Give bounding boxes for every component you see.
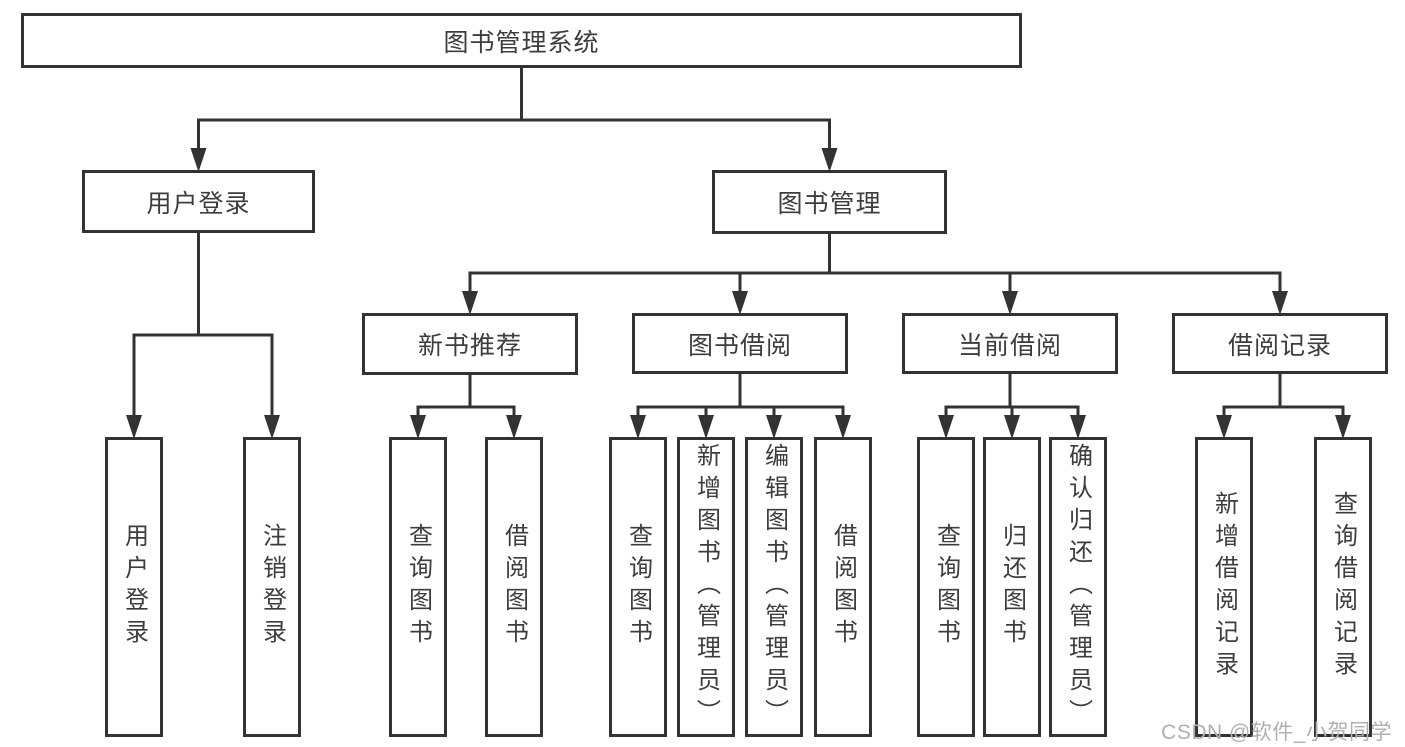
edge-arrowhead-root-book-mgmt bbox=[821, 148, 838, 172]
node-label: 确认归还（管理员） bbox=[1064, 443, 1092, 731]
edge-arrowhead-current-borrow-leaf-cb-return bbox=[1004, 415, 1020, 439]
edge-arrowhead-book-borrow-leaf-bb-query bbox=[630, 415, 646, 439]
node-label: 查询图书 bbox=[404, 523, 432, 651]
node-label: 新书推荐 bbox=[417, 332, 522, 360]
node-root: 图书管理系统 bbox=[21, 13, 1022, 68]
node-leaf-logout: 注销登录 bbox=[243, 437, 301, 737]
node-label: 图书管理 bbox=[777, 190, 882, 218]
node-leaf-bb-borrow: 借阅图书 bbox=[814, 437, 872, 737]
node-label: 新增图书（管理员） bbox=[692, 443, 720, 731]
node-leaf-rec-query: 查询图书 bbox=[389, 437, 447, 737]
edge-arrowhead-book-mgmt-new-book-rec bbox=[462, 291, 478, 315]
watermark: CSDN @软件_小贺同学 bbox=[1161, 721, 1392, 744]
node-leaf-cb-return: 归还图书 bbox=[983, 437, 1041, 737]
node-label: 借阅图书 bbox=[500, 523, 528, 651]
node-leaf-bb-add: 新增图书（管理员） bbox=[677, 437, 735, 737]
edge-arrowhead-user-login-leaf-logout bbox=[264, 415, 280, 439]
edge-arrowhead-book-mgmt-current-borrow bbox=[1002, 291, 1018, 315]
node-leaf-cb-confirm: 确认归还（管理员） bbox=[1049, 437, 1107, 737]
node-leaf-br-add: 新增借阅记录 bbox=[1195, 437, 1253, 737]
node-book-borrow: 图书借阅 bbox=[632, 313, 848, 374]
node-leaf-cb-query: 查询图书 bbox=[917, 437, 975, 737]
node-label: 查询借阅记录 bbox=[1329, 491, 1357, 683]
edge-arrowhead-borrow-record-leaf-br-query bbox=[1335, 415, 1351, 439]
node-leaf-bb-edit: 编辑图书（管理员） bbox=[745, 437, 803, 737]
node-label: 借阅图书 bbox=[829, 523, 857, 651]
node-borrow-record: 借阅记录 bbox=[1172, 313, 1388, 374]
edge-arrowhead-book-borrow-leaf-bb-edit bbox=[766, 415, 782, 439]
edge-arrowhead-current-borrow-leaf-cb-confirm bbox=[1070, 415, 1086, 439]
node-label: 用户登录 bbox=[120, 523, 148, 651]
node-new-book-rec: 新书推荐 bbox=[362, 313, 578, 375]
edge-arrowhead-new-book-rec-leaf-rec-borrow bbox=[506, 415, 522, 439]
edge-arrowhead-book-borrow-leaf-bb-add bbox=[698, 415, 714, 439]
node-label: 图书管理系统 bbox=[443, 28, 600, 57]
node-label: 当前借阅 bbox=[957, 331, 1062, 360]
edge-arrowhead-root-user-login bbox=[190, 148, 207, 172]
edge-arrowhead-current-borrow-leaf-cb-query bbox=[938, 415, 954, 439]
node-label: 查询图书 bbox=[932, 523, 960, 651]
node-label: 新增借阅记录 bbox=[1210, 491, 1238, 683]
node-label: 借阅记录 bbox=[1227, 331, 1332, 360]
node-label: 用户登录 bbox=[146, 189, 251, 218]
node-leaf-bb-query: 查询图书 bbox=[609, 437, 667, 737]
node-label: 归还图书 bbox=[998, 523, 1026, 651]
edge-arrowhead-new-book-rec-leaf-rec-query bbox=[410, 415, 426, 439]
node-current-borrow: 当前借阅 bbox=[902, 313, 1118, 374]
node-leaf-rec-borrow: 借阅图书 bbox=[485, 437, 543, 737]
node-label: 注销登录 bbox=[258, 523, 286, 651]
edge-arrowhead-book-mgmt-book-borrow bbox=[732, 291, 748, 315]
edge-arrowhead-user-login-leaf-user-login bbox=[126, 415, 142, 439]
node-leaf-br-query: 查询借阅记录 bbox=[1314, 437, 1372, 737]
edge-arrowhead-borrow-record-leaf-br-add bbox=[1216, 415, 1232, 439]
node-leaf-user-login: 用户登录 bbox=[105, 437, 163, 737]
node-book-mgmt: 图书管理 bbox=[712, 170, 947, 234]
edge-arrowhead-book-mgmt-borrow-record bbox=[1272, 291, 1288, 315]
node-label: 编辑图书（管理员） bbox=[760, 443, 788, 731]
node-user-login: 用户登录 bbox=[82, 170, 315, 233]
node-label: 查询图书 bbox=[624, 523, 652, 651]
edge-arrowhead-book-borrow-leaf-bb-borrow bbox=[835, 415, 851, 439]
node-label: 图书借阅 bbox=[687, 331, 792, 360]
